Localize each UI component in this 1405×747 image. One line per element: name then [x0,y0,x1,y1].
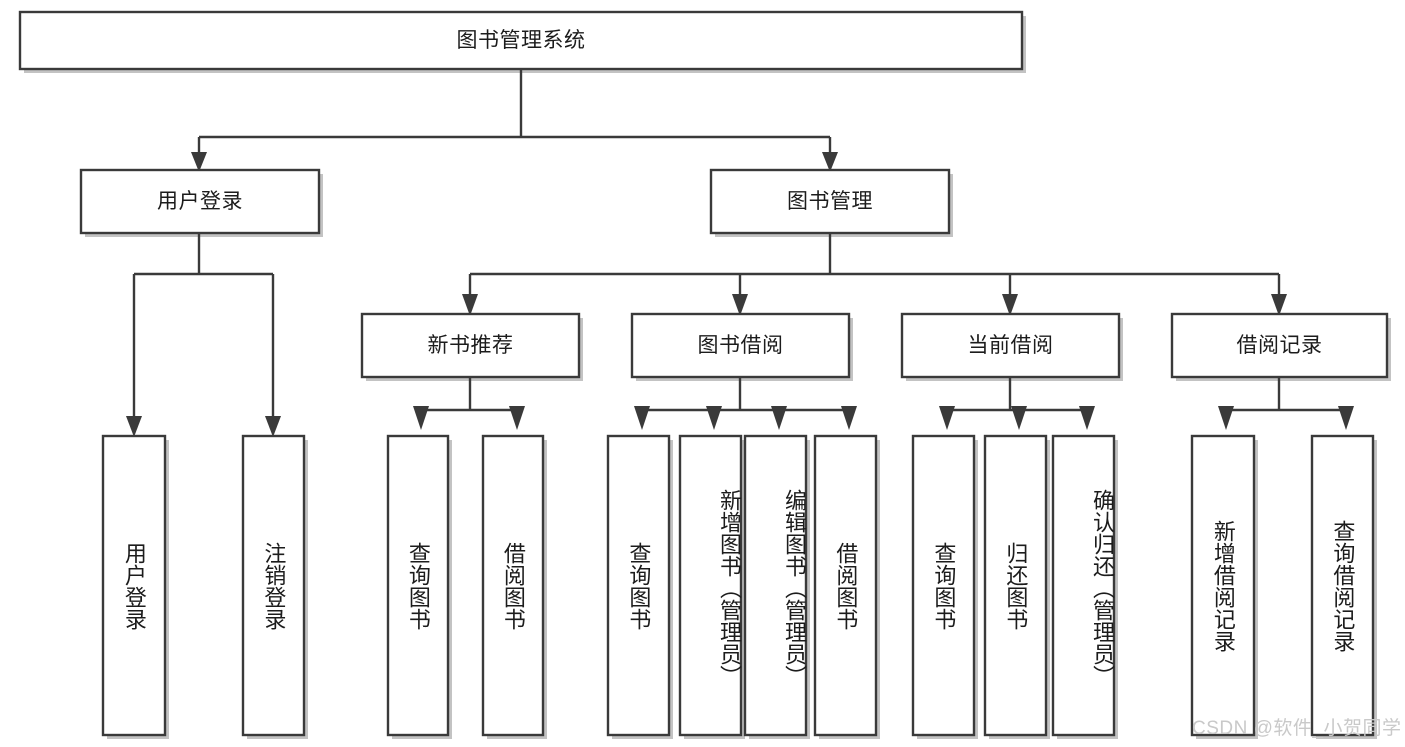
leaf-box-add-record[interactable] [1190,434,1256,737]
node-book-borrow-box[interactable] [630,312,851,379]
leaf-box-return-book[interactable] [983,434,1048,737]
leaf-box-query-record[interactable] [1310,434,1375,737]
node-root-box[interactable] [18,10,1024,71]
leaf-box-borrow-book-2[interactable] [813,434,878,737]
leaf-box-user-login[interactable] [101,434,167,737]
leaf-box-user-logout[interactable] [241,434,306,737]
leaf-box-query-book-2[interactable] [606,434,671,737]
leaf-box-confirm-return[interactable] [1051,434,1116,737]
leaf-box-query-book-3[interactable] [911,434,976,737]
leaf-box-query-book-1[interactable] [386,434,450,737]
arrow-heads [126,152,1354,437]
node-user-login-box[interactable] [79,168,321,235]
node-current-borrow-box[interactable] [900,312,1121,379]
leaf-box-add-book[interactable] [678,434,743,737]
node-new-book-recommend-box[interactable] [360,312,581,379]
node-book-management-box[interactable] [709,168,951,235]
leaf-box-borrow-book-1[interactable] [481,434,545,737]
node-boxes [18,10,1389,737]
node-borrow-record-box[interactable] [1170,312,1389,379]
leaf-box-edit-book[interactable] [743,434,808,737]
